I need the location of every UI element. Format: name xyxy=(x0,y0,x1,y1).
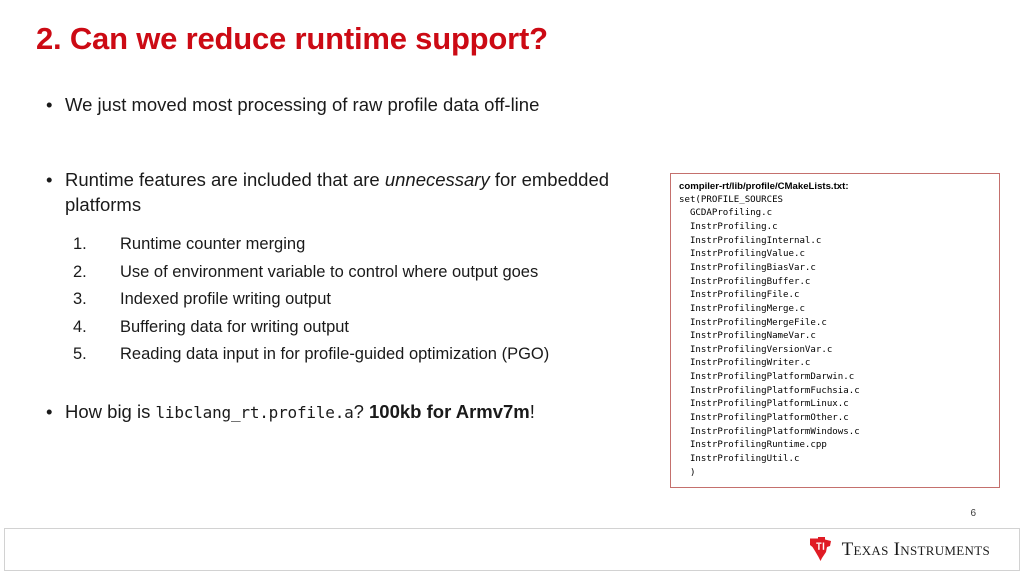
spacer xyxy=(40,369,652,399)
list-item-number: 4. xyxy=(73,317,87,336)
bullet-item-unnecessary-features: • Runtime features are included that are… xyxy=(40,167,652,217)
list-item-label: Use of environment variable to control w… xyxy=(120,262,539,281)
list-item: 2. Use of environment variable to contro… xyxy=(40,259,652,287)
footer-bar xyxy=(4,528,1020,571)
list-item-label: Runtime counter merging xyxy=(120,235,306,253)
texas-instruments-logo: Texas Instruments xyxy=(808,534,990,564)
brand-wordmark: Texas Instruments xyxy=(841,538,990,560)
list-item-number: 3. xyxy=(73,290,87,308)
bullet-marker-icon: • xyxy=(46,169,53,190)
list-item-label: Buffering data for writing output xyxy=(120,317,350,336)
bullet-marker-icon: • xyxy=(46,94,53,115)
library-name-code: libclang_rt.profile.a xyxy=(155,402,354,422)
cmakelists-code-callout: compiler-rt/lib/profile/CMakeLists.txt: … xyxy=(670,173,1000,488)
bullet-text-part1: How big is xyxy=(65,400,156,422)
list-item-label: Reading data input in for profile-guided… xyxy=(120,345,550,363)
list-item-label: Indexed profile writing output xyxy=(120,290,331,308)
list-item: 5. Reading data input in for profile-gui… xyxy=(40,341,652,369)
slide-number: 6 xyxy=(970,508,976,519)
list-item: 3. Indexed profile writing output xyxy=(40,286,652,314)
bullet-text-part3: ! xyxy=(529,400,535,422)
list-item-number: 5. xyxy=(73,345,87,363)
slide-body: • We just moved most processing of raw p… xyxy=(40,92,652,425)
spacer xyxy=(40,217,652,231)
page-title: 2. Can we reduce runtime support? xyxy=(36,21,548,56)
list-item-number: 1. xyxy=(73,235,87,253)
bullet-marker-icon: • xyxy=(46,400,53,422)
spacer xyxy=(40,117,652,167)
list-item: 4. Buffering data for writing output xyxy=(40,314,652,342)
bullet-item-library-size: • How big is libclang_rt.profile.a? 100kb… xyxy=(40,399,652,425)
bullet-item-moved-processing: • We just moved most processing of raw p… xyxy=(40,92,652,117)
code-box-content: set(PROFILE_SOURCES GCDAProfiling.c Inst… xyxy=(679,194,860,478)
bullet-text-part2: ? xyxy=(353,400,370,422)
bullet-text-part2: for embedded platforms xyxy=(65,169,610,215)
bullet-text-part1: Runtime features are included that are xyxy=(65,169,385,190)
numbered-feature-list: 1. Runtime counter merging 2. Use of env… xyxy=(40,231,652,369)
texas-state-logo-icon xyxy=(808,536,833,562)
library-size-answer: 100kb for Armv7m xyxy=(369,400,530,422)
code-box-heading: compiler-rt/lib/profile/CMakeLists.txt: xyxy=(679,181,849,192)
bullet-emphasis: unnecessary xyxy=(384,169,490,190)
bullet-text: We just moved most processing of raw pro… xyxy=(65,94,540,115)
list-item-number: 2. xyxy=(73,262,87,281)
list-item: 1. Runtime counter merging xyxy=(40,231,652,259)
